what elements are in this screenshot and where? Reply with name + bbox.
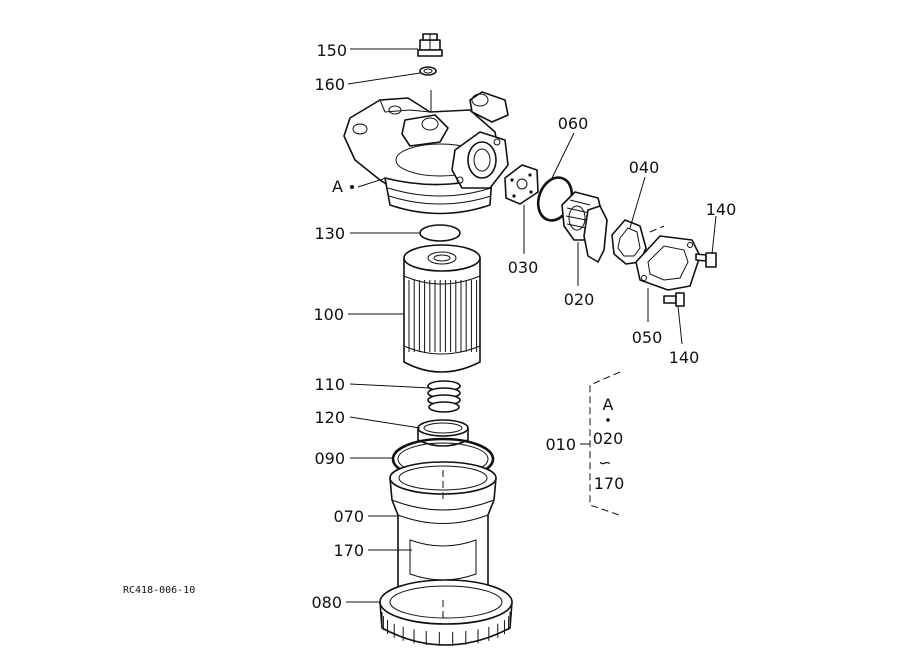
part-120-seal-ring (417, 419, 469, 447)
part-070-bowl (389, 461, 497, 606)
part-030-flange-plate (504, 164, 539, 205)
callout-050: 050 (632, 328, 663, 347)
drawing-code: RC418-006-10 (123, 585, 195, 596)
kit-ref-010: 010 (545, 435, 576, 454)
part-130-o-ring (419, 224, 461, 242)
callout-120: 120 (314, 408, 345, 427)
callout-040: 040 (629, 158, 660, 177)
callout-090: 090 (314, 449, 345, 468)
callout-080: 080 (311, 593, 342, 612)
kit-line-020: 020 (593, 429, 624, 448)
callout-130: 130 (314, 224, 345, 243)
part-050-cover-plate (635, 235, 701, 291)
part-160-washer (419, 66, 437, 76)
part-140-screw-lower (663, 292, 685, 307)
callout-100: 100 (313, 305, 344, 324)
callout-140-lower: 140 (669, 348, 700, 367)
kit-line-A: A (603, 395, 614, 414)
callout-A: A (332, 177, 343, 196)
callout-070: 070 (333, 507, 364, 526)
part-020-cock-lever (561, 191, 608, 263)
callout-110: 110 (314, 375, 345, 394)
kit-range-tilde: ∽ (598, 453, 611, 472)
callout-170: 170 (333, 541, 364, 560)
leader-lines (346, 48, 717, 620)
part-170-label-sticker (409, 539, 477, 581)
part-110-spring (427, 380, 461, 413)
part-140-screw-upper (695, 252, 717, 268)
part-A-filter-head (343, 91, 509, 215)
part-100-filter-element (403, 244, 481, 373)
part-150-bleed-plug (417, 33, 443, 57)
callout-060: 060 (558, 114, 589, 133)
callout-150: 150 (316, 41, 347, 60)
kit-line-170: 170 (594, 474, 625, 493)
callout-020: 020 (564, 290, 595, 309)
callout-140-upper: 140 (706, 200, 737, 219)
callout-160: 160 (314, 75, 345, 94)
part-080-retaining-ring (379, 579, 513, 646)
callout-030: 030 (508, 258, 539, 277)
